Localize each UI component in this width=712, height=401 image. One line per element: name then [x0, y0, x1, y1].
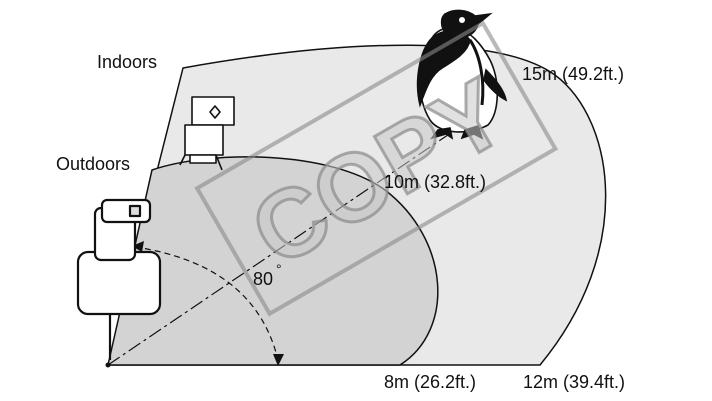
center-axis-line [107, 119, 471, 366]
range-10m-label: 10m (32.8ft.) [384, 172, 486, 192]
speedlite-small-icon [179, 96, 235, 171]
angle-arc [134, 246, 279, 361]
penguin-subject-icon [416, 9, 508, 140]
range-12m-label: 12m (39.4ft.) [523, 372, 625, 392]
speedlite-large-icon [76, 198, 162, 360]
angle-value-label: 80 [253, 269, 273, 289]
flash-origin-point [105, 362, 111, 368]
range-15m-label: 15m (49.2ft.) [522, 64, 624, 84]
indoors-label: Indoors [97, 52, 157, 72]
range-8m-label: 8m (26.2ft.) [384, 372, 476, 392]
angle-arrow-left [132, 241, 144, 252]
angle-arrow-bottom [273, 354, 284, 366]
outdoors-label: Outdoors [56, 154, 130, 174]
angle-degree-symbol: ° [276, 261, 282, 277]
